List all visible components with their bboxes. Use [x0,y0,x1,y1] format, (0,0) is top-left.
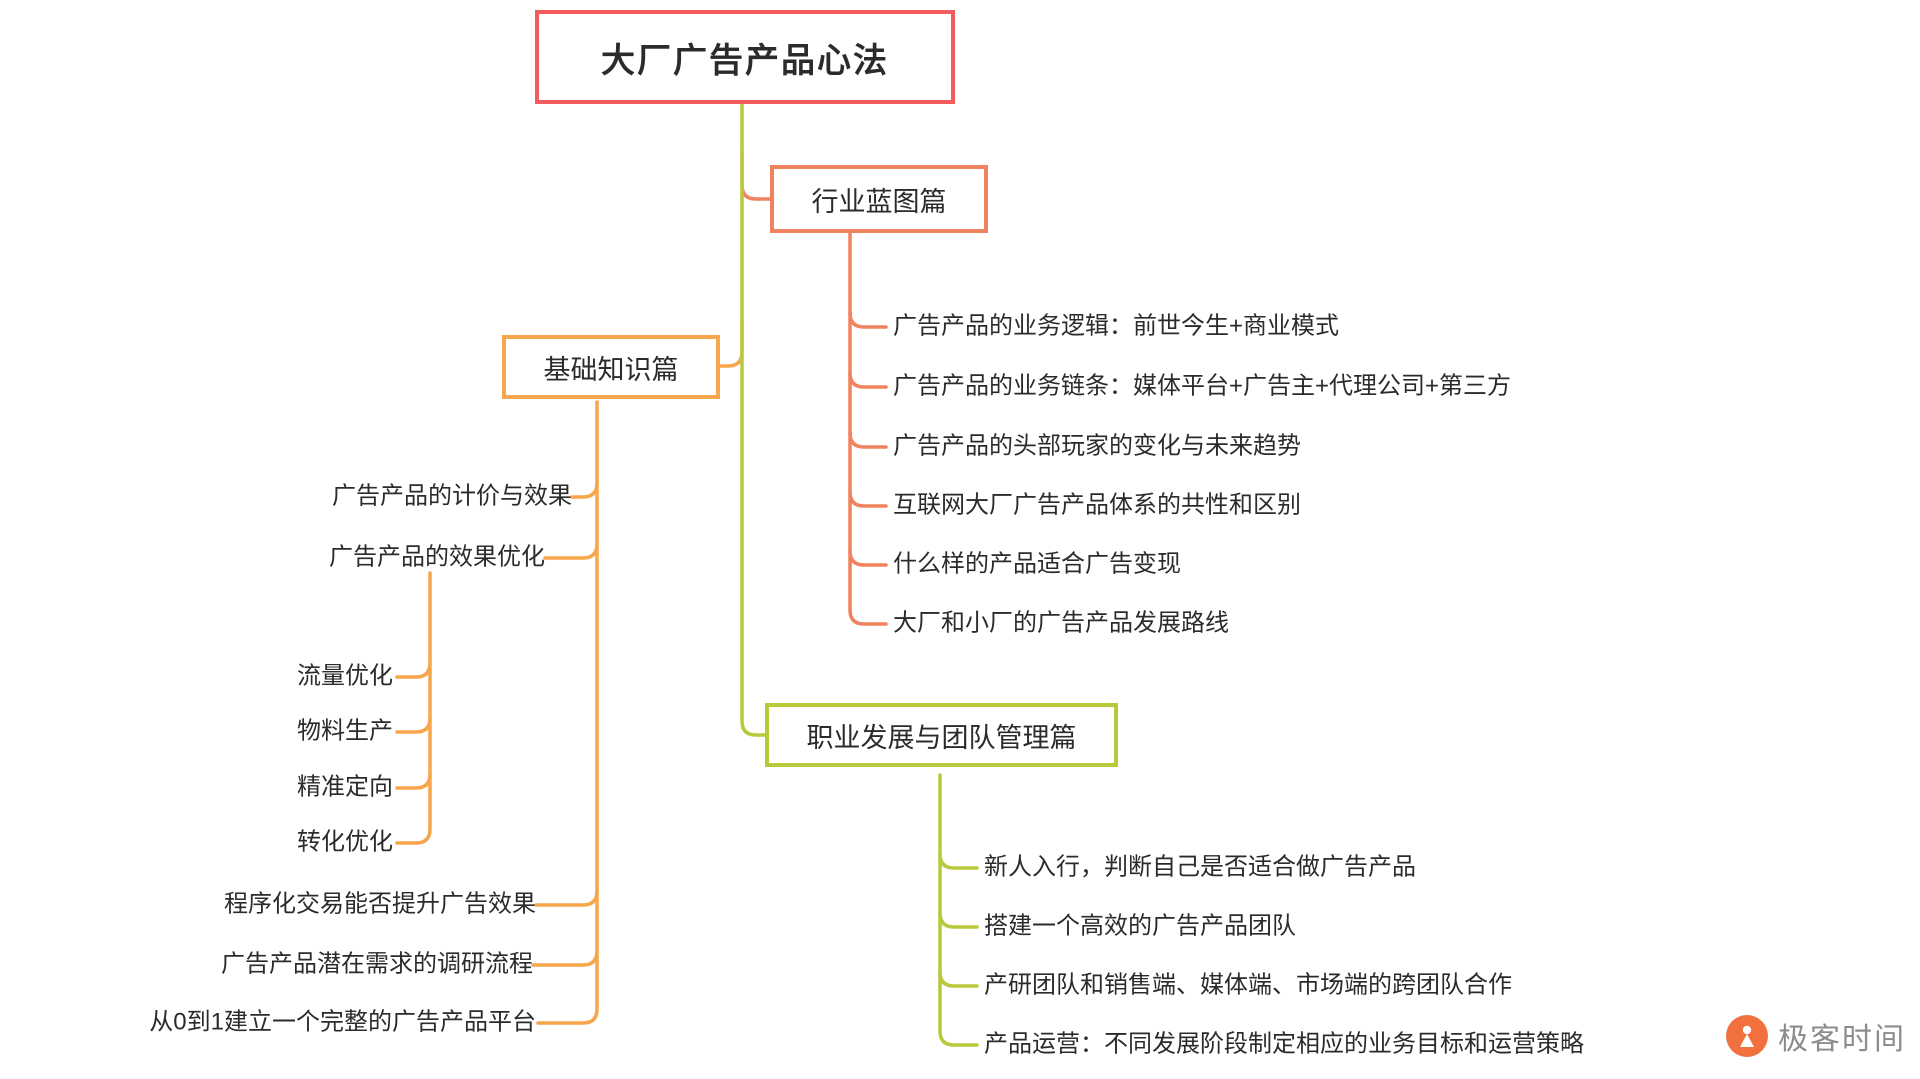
career-child-3[interactable]: 产品运营：不同发展阶段制定相应的业务目标和运营策略 [984,1030,1584,1058]
industry-child-4[interactable]: 什么样的产品适合广告变现 [893,550,1181,578]
basics-child-0[interactable]: 广告产品的计价与效果 [332,482,572,510]
geektime-logo-text: 极客时间 [1778,1023,1906,1056]
industry-child-1[interactable]: 广告产品的业务链条：媒体平台+广告主+代理公司+第三方 [893,372,1512,400]
branch-basics-label: 基础知识篇 [543,354,679,385]
basics-subchild-1[interactable]: 物料生产 [297,717,393,745]
industry-child-0[interactable]: 广告产品的业务逻辑：前世今生+商业模式 [893,312,1340,340]
root-topic-label: 大厂广告产品心法 [601,41,889,80]
branch-basics-topic[interactable]: 基础知识篇 [502,335,723,404]
industry-child-2[interactable]: 广告产品的头部玩家的变化与未来趋势 [893,432,1301,460]
geektime-logo: 极客时间 [1726,1014,1906,1058]
career-child-2[interactable]: 产研团队和销售端、媒体端、市场端的跨团队合作 [984,971,1512,999]
basics-child-3[interactable]: 广告产品潜在需求的调研流程 [221,950,533,978]
industry-child-3[interactable]: 互联网大厂广告产品体系的共性和区别 [893,491,1301,519]
branch-industry-topic[interactable]: 行业蓝图篇 [770,165,991,238]
career-child-1[interactable]: 搭建一个高效的广告产品团队 [984,912,1296,940]
basics-child-4[interactable]: 从0到1建立一个完整的广告产品平台 [149,1008,536,1036]
root-topic[interactable]: 大厂广告产品心法 [535,10,958,109]
industry-child-5[interactable]: 大厂和小厂的广告产品发展路线 [893,609,1229,637]
branch-industry-label: 行业蓝图篇 [811,186,947,217]
geektime-logo-icon [1726,1015,1768,1057]
branch-career-topic[interactable]: 职业发展与团队管理篇 [765,703,1121,772]
basics-child-1[interactable]: 广告产品的效果优化 [329,543,545,571]
branch-career-label: 职业发展与团队管理篇 [806,722,1077,753]
career-child-0[interactable]: 新人入行，判断自己是否适合做广告产品 [984,853,1416,881]
basics-subchild-0[interactable]: 流量优化 [297,662,393,690]
basics-subchild-3[interactable]: 转化优化 [297,828,393,856]
basics-child-2[interactable]: 程序化交易能否提升广告效果 [224,890,536,918]
basics-subchild-2[interactable]: 精准定向 [297,773,393,801]
